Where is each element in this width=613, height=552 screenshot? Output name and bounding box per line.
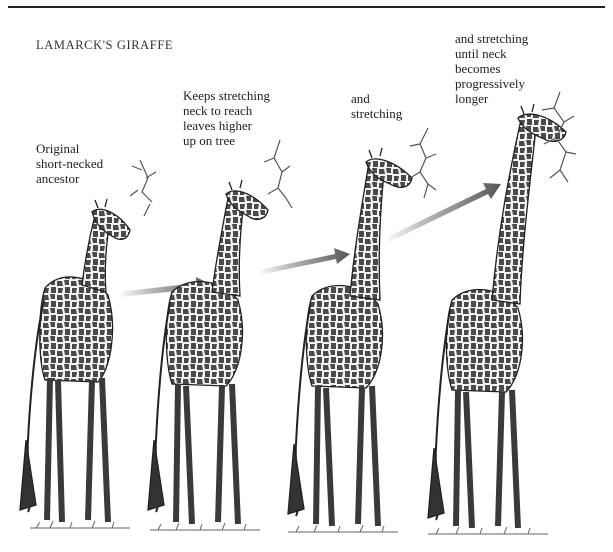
leaves-stage-3 (410, 128, 436, 198)
giraffe-stage-1 (20, 199, 130, 522)
arrow-stage-2-to-3 (258, 248, 350, 275)
giraffe-stage-4 (428, 104, 566, 528)
leaves-stage-2 (264, 140, 292, 208)
giraffe-stage-3 (288, 148, 412, 526)
leaves-stage-1 (130, 160, 156, 216)
giraffe-stage-2 (148, 180, 268, 524)
arrow-stage-3-to-4 (385, 183, 501, 243)
